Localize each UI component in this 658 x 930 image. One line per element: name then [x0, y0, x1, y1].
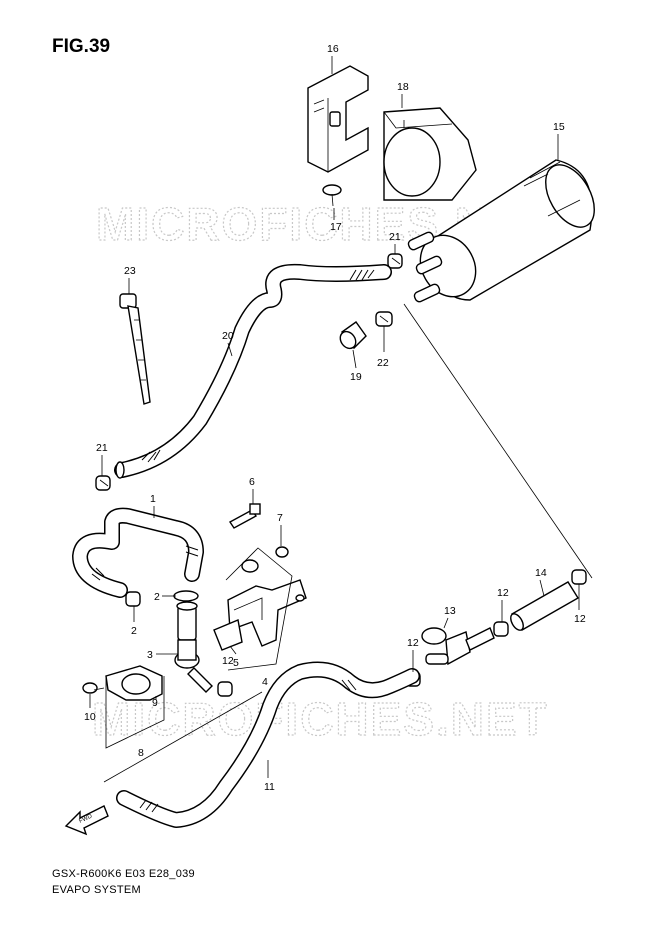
callout-12-b: 12: [407, 637, 419, 649]
callout-9: 9: [152, 697, 158, 709]
callout-3: 3: [147, 649, 153, 661]
clamp-12-c: [493, 621, 509, 637]
callout-5: 5: [233, 657, 239, 669]
fwd-label: FWD: [78, 813, 94, 824]
cover-18: [383, 107, 477, 201]
clamp-21-lower: [95, 475, 111, 491]
callout-11: 11: [264, 781, 275, 793]
callout-12-a: 12: [222, 655, 234, 667]
bracket-8: [105, 676, 165, 749]
callout-18: 18: [397, 81, 409, 93]
callout-6: 6: [249, 476, 255, 488]
clamp-21-upper: [387, 253, 403, 269]
connector-line: [403, 303, 593, 579]
callout-12-d: 12: [574, 613, 586, 625]
valve-13: [421, 627, 495, 666]
bracket-16: [307, 65, 369, 173]
clip-5: [213, 619, 243, 651]
hose-14: [510, 581, 579, 631]
model-code: GSX-R600K6 E03 E28_039: [52, 868, 195, 880]
holder-9: [105, 665, 163, 701]
callout-19: 19: [350, 371, 362, 383]
callout-23: 23: [124, 265, 136, 277]
tie-23: [119, 293, 151, 405]
callout-10: 10: [84, 711, 96, 723]
callout-12-c: 12: [497, 587, 509, 599]
callout-17: 17: [330, 221, 342, 233]
clamp-2-b: [125, 591, 141, 607]
callout-2-a: 2: [154, 591, 160, 603]
callout-1: 1: [150, 493, 156, 505]
callout-7: 7: [277, 512, 283, 524]
fwd-arrow-icon: FWD: [64, 805, 109, 836]
connector-line-lower: [103, 691, 263, 783]
hose-20: [114, 263, 392, 479]
callout-16: 16: [327, 43, 339, 55]
callout-8: 8: [138, 747, 144, 759]
screw-6: [228, 503, 261, 529]
clamp-22: [375, 311, 393, 327]
clamp-12-d: [571, 569, 587, 585]
figure-title: FIG.39: [52, 36, 111, 57]
callout-2-b: 2: [131, 625, 137, 637]
clamp-2-a: [173, 590, 199, 602]
section-name: EVAPO SYSTEM: [52, 884, 141, 896]
callout-21-upper: 21: [389, 231, 401, 243]
callout-22: 22: [377, 357, 389, 369]
bolt-10: [82, 682, 105, 694]
callout-4: 4: [262, 676, 268, 688]
canister-15: [407, 159, 595, 303]
callout-20: 20: [222, 330, 234, 342]
clamp-12-a: [217, 681, 233, 697]
screw-17: [322, 184, 342, 207]
callout-14: 14: [535, 567, 547, 579]
callout-15: 15: [553, 121, 565, 133]
hose-11: [116, 661, 420, 828]
callout-21-lower: 21: [96, 442, 108, 454]
callout-13: 13: [444, 605, 456, 617]
watermark-lower: MICROFICHES.NET: [92, 693, 549, 745]
callouts: 16 18 15 17 21 23 20 22 19 21 1 6: [84, 43, 586, 793]
cap-19: [339, 321, 367, 350]
valve-3: [174, 601, 213, 693]
washer-7: [275, 546, 289, 558]
hose-1: [72, 507, 204, 598]
bracket-4: [225, 547, 307, 671]
